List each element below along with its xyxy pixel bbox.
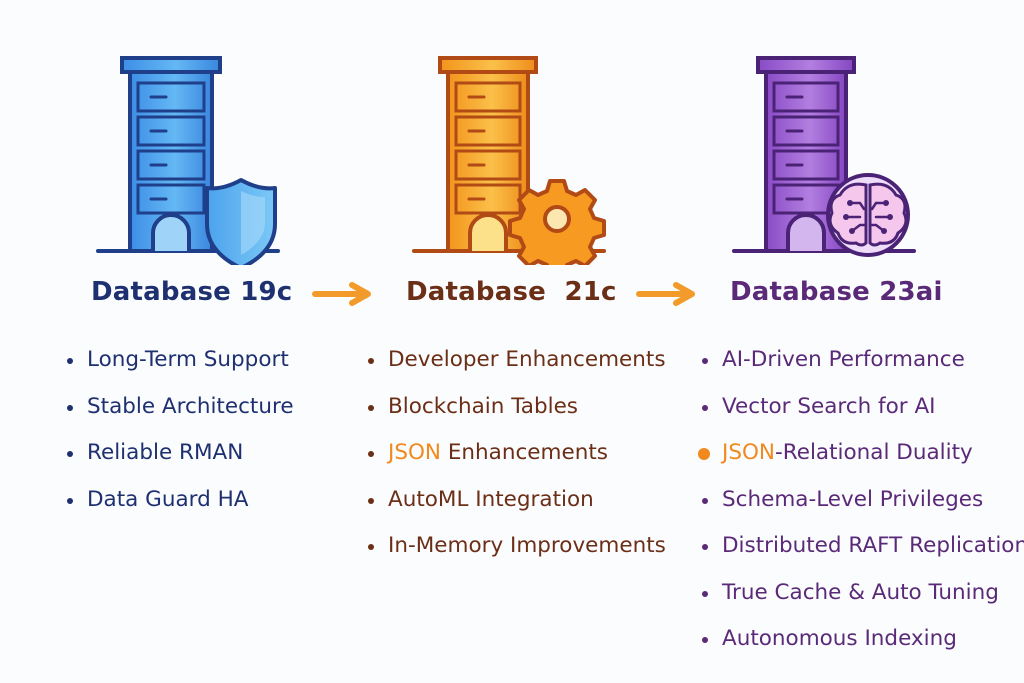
list-item: Reliable RMAN <box>67 439 294 486</box>
column-title-23ai: Database 23ai <box>730 277 943 307</box>
server-tower-23ai-icon <box>732 56 916 257</box>
list-item: Schema-Level Privileges <box>702 486 1024 533</box>
feature-list-23ai: AI-Driven Performance Vector Search for … <box>698 346 1024 672</box>
list-item: Long-Term Support <box>67 346 294 393</box>
column-title-19c: Database 19c <box>91 277 293 307</box>
server-tower-19c-icon <box>96 56 280 265</box>
list-item: Vector Search for AI <box>702 393 1024 440</box>
arrow-right-icon <box>312 282 371 306</box>
list-item: Stable Architecture <box>67 393 294 440</box>
list-item: Distributed RAFT Replication <box>702 532 1024 579</box>
list-item: AI-Driven Performance <box>702 346 1024 393</box>
server-tower-21c-icon <box>412 56 606 265</box>
list-item: Data Guard HA <box>67 486 294 533</box>
feature-list-19c: Long-Term Support Stable Architecture Re… <box>67 346 294 532</box>
list-item: JSON Enhancements <box>368 439 666 486</box>
gear-icon <box>508 179 606 265</box>
list-item: Autonomous Indexing <box>702 625 1024 672</box>
arrow-right-icon <box>636 282 695 306</box>
list-item: AutoML Integration <box>368 486 666 533</box>
list-item: Blockchain Tables <box>368 393 666 440</box>
list-item: JSON-Relational Duality <box>698 439 1024 486</box>
brain-icon <box>826 173 910 257</box>
list-item: In-Memory Improvements <box>368 532 666 579</box>
list-item: True Cache & Auto Tuning <box>702 579 1024 626</box>
feature-list-21c: Developer Enhancements Blockchain Tables… <box>368 346 666 579</box>
column-title-21c: Database 21c <box>406 277 617 307</box>
list-item: Developer Enhancements <box>368 346 666 393</box>
